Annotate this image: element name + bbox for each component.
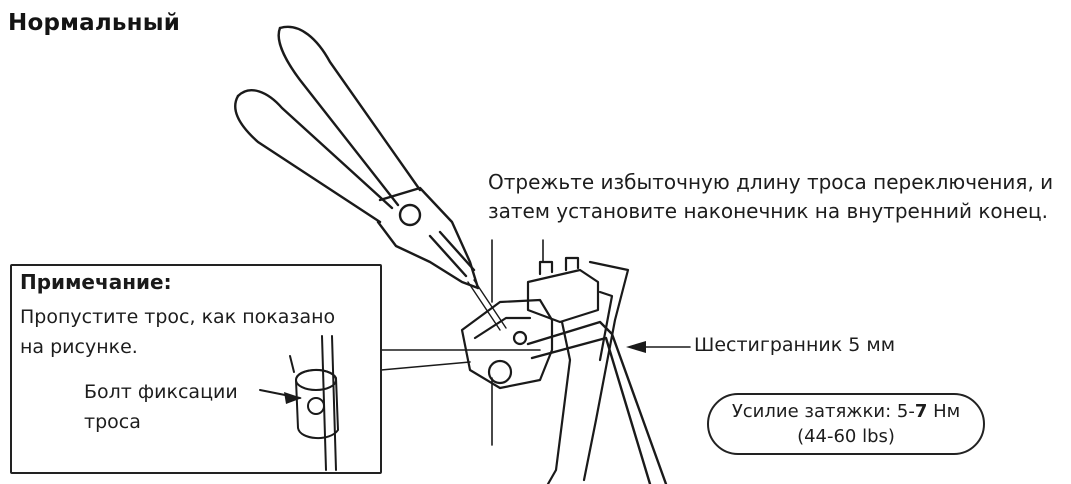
note-line-2: на рисунке.: [20, 336, 138, 358]
page-title: Нормальный: [8, 10, 181, 36]
note-heading: Примечание:: [20, 270, 172, 294]
hex-arrow-head: [626, 341, 646, 353]
bolt-label-line-1: Болт фиксации: [84, 381, 238, 403]
torque-line-2: (44-60 lbs): [797, 426, 895, 447]
instruction-line-1: Отрежьте избыточную длину троса переключ…: [488, 170, 1054, 194]
bolt-arrow-head: [284, 392, 302, 404]
shift-cable: [467, 279, 507, 331]
cable-fixing-bolt-label: Болт фиксации троса: [84, 377, 238, 437]
note-box: [10, 264, 382, 474]
leader-lines: [380, 346, 691, 371]
torque-max-value: 7: [914, 401, 928, 422]
derailleur-mechanism: [460, 256, 630, 484]
hex-key-icon: [526, 320, 668, 484]
torque-line-1: Усилие затяжки: 5-7 Нм: [709, 399, 983, 424]
note-text: Пропустите трос, как показано на рисунке…: [20, 302, 380, 362]
cut-cable-instruction: Отрежьте избыточную длину троса переключ…: [488, 168, 1071, 226]
cable-cutter-pliers-icon: [234, 25, 480, 290]
torque-prefix: Усилие затяжки: 5-: [731, 401, 915, 422]
guide-lines: [491, 239, 544, 446]
bolt-detail-inset: [259, 335, 339, 471]
torque-unit: Нм: [927, 401, 961, 422]
note-line-1: Пропустите трос, как показано: [20, 306, 336, 328]
torque-spec-badge: Усилие затяжки: 5-7 Нм (44-60 lbs): [707, 393, 985, 455]
bolt-label-line-2: троса: [84, 411, 141, 433]
hex-key-label: Шестигранник 5 мм: [694, 334, 896, 356]
instruction-line-2: затем установите наконечник на внутренни…: [488, 199, 1049, 223]
